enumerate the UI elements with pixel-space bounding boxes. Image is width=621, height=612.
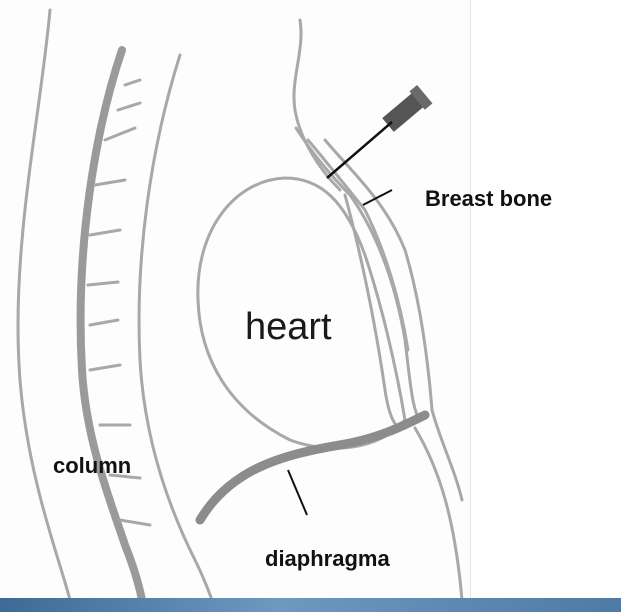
diaphragm-pointer — [288, 470, 307, 515]
vertebra-tick — [120, 520, 150, 525]
back-outline — [18, 10, 70, 600]
vertebra-tick — [90, 320, 118, 325]
column-label: column — [53, 455, 131, 477]
sternum-outer — [296, 128, 420, 420]
vertebra-tick — [88, 282, 118, 285]
vertebra-tick — [125, 80, 140, 85]
vertebra-tick — [105, 128, 135, 140]
slide-background-band — [0, 598, 621, 612]
vertebra-tick — [90, 230, 120, 235]
heart-label: heart — [245, 308, 332, 346]
needle-shaft — [327, 122, 392, 178]
diaphragm-label: diaphragma — [265, 548, 390, 570]
vertebra-tick — [95, 180, 125, 185]
vertebra-tick — [118, 103, 140, 110]
breast-bone-label: Breast bone — [425, 188, 552, 210]
diaphragm-band — [200, 415, 425, 520]
abdomen-curve — [415, 428, 462, 600]
vertebra-tick — [90, 365, 120, 370]
chest-outline — [294, 20, 340, 190]
